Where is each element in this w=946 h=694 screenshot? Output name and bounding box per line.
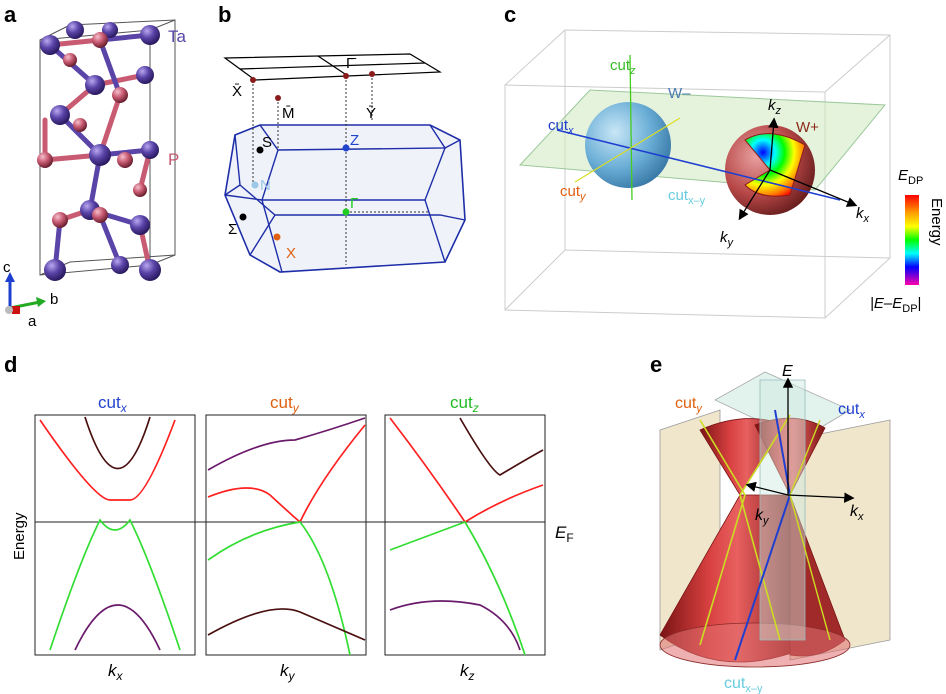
kz-label: kz	[768, 97, 782, 117]
bands-cutx	[39, 416, 181, 651]
subplot-frame-cuty	[205, 414, 367, 656]
cut-x-line	[556, 129, 841, 201]
panel-d: d Energy cutx cuty cutz	[4, 352, 574, 683]
projection-lines	[252, 74, 430, 265]
e-cut-y-label: cuty	[675, 395, 703, 415]
cone-base	[659, 622, 851, 668]
title-cutx: cutx	[98, 393, 128, 415]
kx-label: kx	[856, 205, 870, 225]
e-axis-label: E	[782, 363, 793, 380]
p-atoms	[37, 32, 147, 228]
xlabel-kz: kz	[460, 661, 475, 683]
xlabel-kx: kx	[108, 661, 124, 683]
panel-label-c: c	[504, 2, 516, 27]
fermi-label: EF	[555, 523, 574, 545]
w-minus-label: W–	[668, 85, 691, 102]
panel-label-b: b	[218, 2, 231, 27]
panel-label-e: e	[650, 352, 662, 377]
cut-y-label: cuty	[560, 183, 587, 203]
e-cut-x-label: cutx	[838, 401, 865, 421]
ta-label: Ta	[168, 27, 187, 46]
p-label: P	[168, 150, 179, 169]
w-plus-label: W+	[796, 119, 819, 136]
bulk-point-z: Z	[350, 132, 359, 149]
legend-top-label: EDP	[898, 167, 923, 187]
subplot-frame-cutz	[384, 414, 546, 656]
ta-atoms	[40, 21, 161, 281]
panel-e: e cuty cutx E ky kx cutx–y	[650, 352, 891, 694]
ky-label: ky	[720, 229, 735, 249]
panel-label-a: a	[4, 2, 17, 27]
panel-a: a	[3, 2, 187, 330]
cut-xy-label: cutx–y	[668, 187, 706, 207]
panel-c: c cutz cutx cuty cutx–y W– W+ kz kx ky	[504, 2, 945, 319]
cut-z-label: cutz	[610, 57, 636, 77]
legend-bottom-label: |E–EDP|	[870, 295, 921, 315]
title-cuty: cuty	[270, 393, 300, 415]
e-cut-xy-label: cutx–y	[724, 675, 763, 694]
surface-bz	[223, 53, 443, 81]
bulk-point-n: N	[260, 177, 271, 194]
bands-cutz	[389, 417, 544, 656]
axis-c-label: c	[3, 259, 11, 276]
e-ky-label: ky	[755, 507, 770, 527]
bulk-bz	[224, 124, 466, 273]
bulk-point-s: S	[262, 134, 272, 151]
box-frame	[504, 29, 891, 319]
energy-ylabel: Energy	[11, 512, 28, 560]
plane-cut-xy	[759, 379, 806, 641]
surface-point-mbar: M̄	[282, 105, 295, 122]
panel-b: b	[218, 2, 466, 273]
kxky-plane	[518, 89, 887, 191]
surface-point-xbar: X̄	[232, 83, 242, 100]
subplot-frame-cutx	[34, 414, 196, 656]
surface-point-gammabar: Γ̄	[346, 55, 356, 72]
w-minus-sphere	[585, 102, 671, 188]
surface-point-ybar: Ȳ	[366, 105, 376, 122]
cut-z-line	[629, 54, 633, 201]
bulk-bz-edges	[224, 124, 466, 273]
upper-cone-2	[754, 417, 826, 496]
e-kx-label: kx	[850, 503, 864, 523]
energy-colorbar	[905, 195, 919, 285]
panel-label-d: d	[4, 352, 17, 377]
bands-cuty	[207, 417, 366, 656]
bulk-point-gamma: Γ	[350, 195, 358, 212]
axis-b-label: b	[50, 291, 58, 308]
legend-title: Energy	[928, 198, 945, 246]
bulk-point-x: X	[286, 245, 296, 262]
xlabel-ky: ky	[280, 661, 296, 683]
axis-triad	[5, 272, 46, 314]
title-cutz: cutz	[450, 393, 479, 415]
axis-a-label: a	[28, 313, 37, 330]
cut-x-label: cutx	[548, 117, 574, 137]
cut-y-line	[574, 117, 681, 183]
bulk-point-sigma: Σ	[228, 221, 237, 238]
